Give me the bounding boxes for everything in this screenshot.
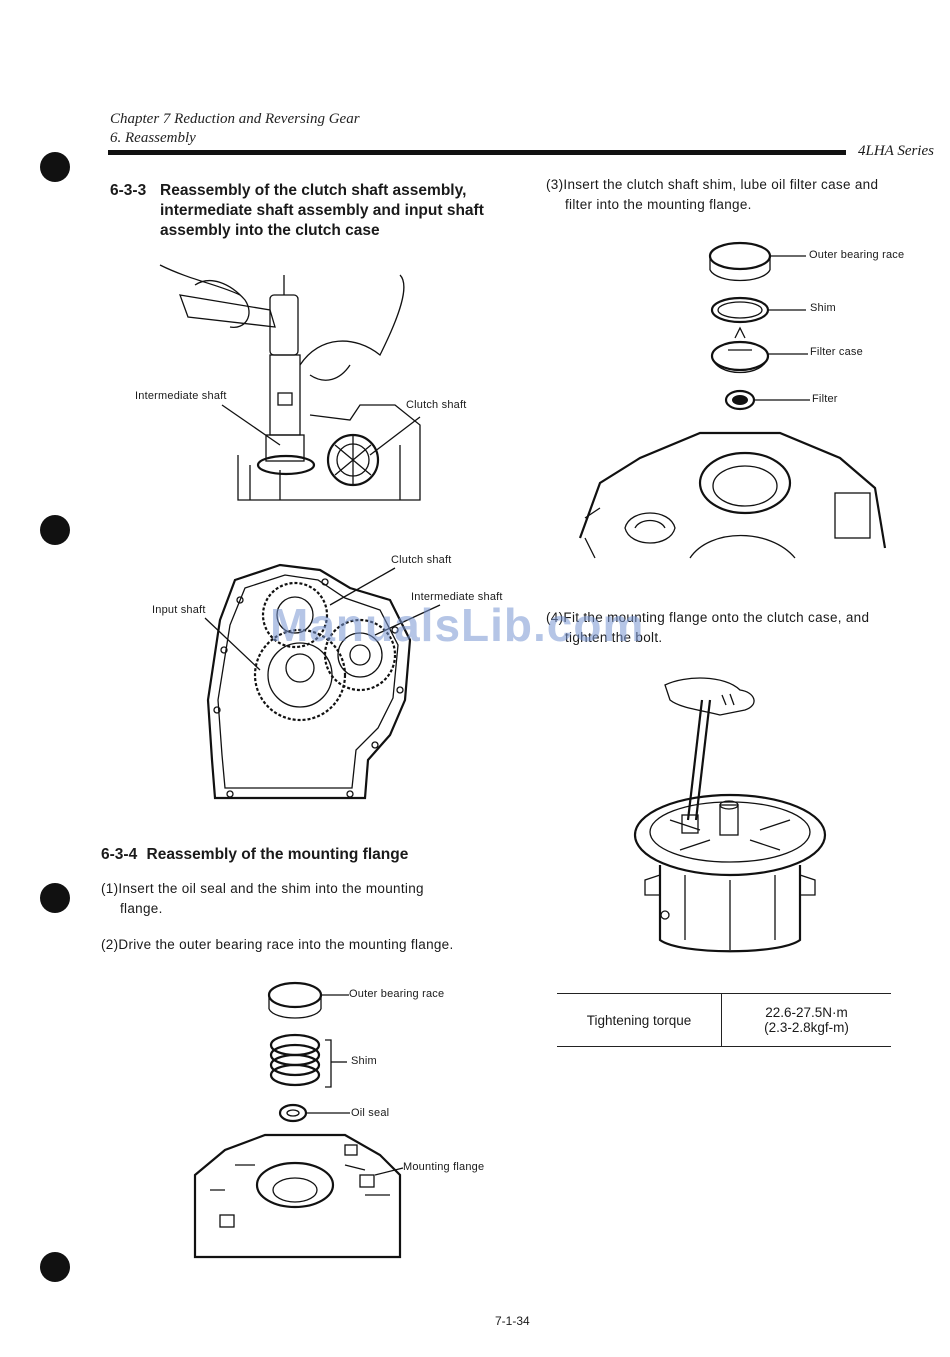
figure-mounting-flange-parts [193,981,404,1259]
step-3-line-2: filter into the mounting flange. [565,197,752,212]
label-shim-2: Shim [810,302,836,314]
section-6-3-4-heading: 6-3-4 Reassembly of the mounting flange [101,845,501,865]
label-filter-case: Filter case [810,346,863,358]
label-clutch-shaft-1: Clutch shaft [406,399,467,411]
step-1-line-2: flange. [120,901,163,916]
section-title: 6. Reassembly [110,130,196,146]
series-label: 4LHA Series [858,143,934,159]
label-input-shaft: Input shaft [152,604,206,616]
torque-value-nm: 22.6-27.5N·m [765,1005,848,1020]
figure-hammer-clutch-case [159,264,421,501]
step-2: (2)Drive the outer bearing race into the… [101,937,454,952]
step-3-line-1: (3)Insert the clutch shaft shim, lube oi… [546,177,879,192]
torque-value-cell: 22.6-27.5N·m (2.3-2.8kgf-m) [721,993,891,1047]
watermark: ManualsLib.com [270,599,645,651]
label-shim-1: Shim [351,1055,377,1067]
step-1-line-1: (1)Insert the oil seal and the shim into… [101,881,424,896]
figure-filter-parts [578,241,887,559]
heading-line-2: intermediate shaft assembly and input sh… [160,202,484,219]
torque-value-kgf: (2.3-2.8kgf-m) [764,1020,849,1035]
punch-hole-1 [40,152,70,182]
step-4-line-2: tighten the bolt. [565,630,663,645]
label-oil-seal: Oil seal [351,1107,390,1119]
section-number: 6-3-3 [110,182,147,199]
step-4-line-1: (4)Fit the mounting flange onto the clut… [546,610,870,625]
label-clutch-shaft-2: Clutch shaft [391,554,452,566]
figure-tightening-bolt [633,677,827,953]
table-row: Tightening torque 22.6-27.5N·m (2.3-2.8k… [557,993,891,1047]
heading-line-3: assembly into the clutch case [160,222,380,239]
label-intermediate-shaft-1: Intermediate shaft [135,390,227,402]
chapter-title: Chapter 7 Reduction and Reversing Gear [110,111,360,127]
page-number: 7-1-34 [495,1314,530,1328]
label-intermediate-shaft-2: Intermediate shaft [411,591,503,603]
heading-line-1: Reassembly of the clutch shaft assembly, [160,182,467,199]
punch-hole-4 [40,1252,70,1282]
label-outer-bearing-race-1: Outer bearing race [349,988,445,1000]
label-filter: Filter [812,393,838,405]
section-6-3-3-heading: 6-3-3 Reassembly of the clutch shaft asse… [110,181,510,241]
torque-label: Tightening torque [557,993,722,1047]
section-title: Reassembly of the mounting flange [146,846,409,863]
punch-hole-3 [40,883,70,913]
label-outer-bearing-race-2: Outer bearing race [809,249,905,261]
figure-clutch-case-gears [204,563,441,800]
header-rule [108,150,846,155]
punch-hole-2 [40,515,70,545]
label-mounting-flange: Mounting flange [403,1161,485,1173]
torque-table: Tightening torque 22.6-27.5N·m (2.3-2.8k… [557,993,891,1047]
section-number: 6-3-4 [101,846,138,863]
